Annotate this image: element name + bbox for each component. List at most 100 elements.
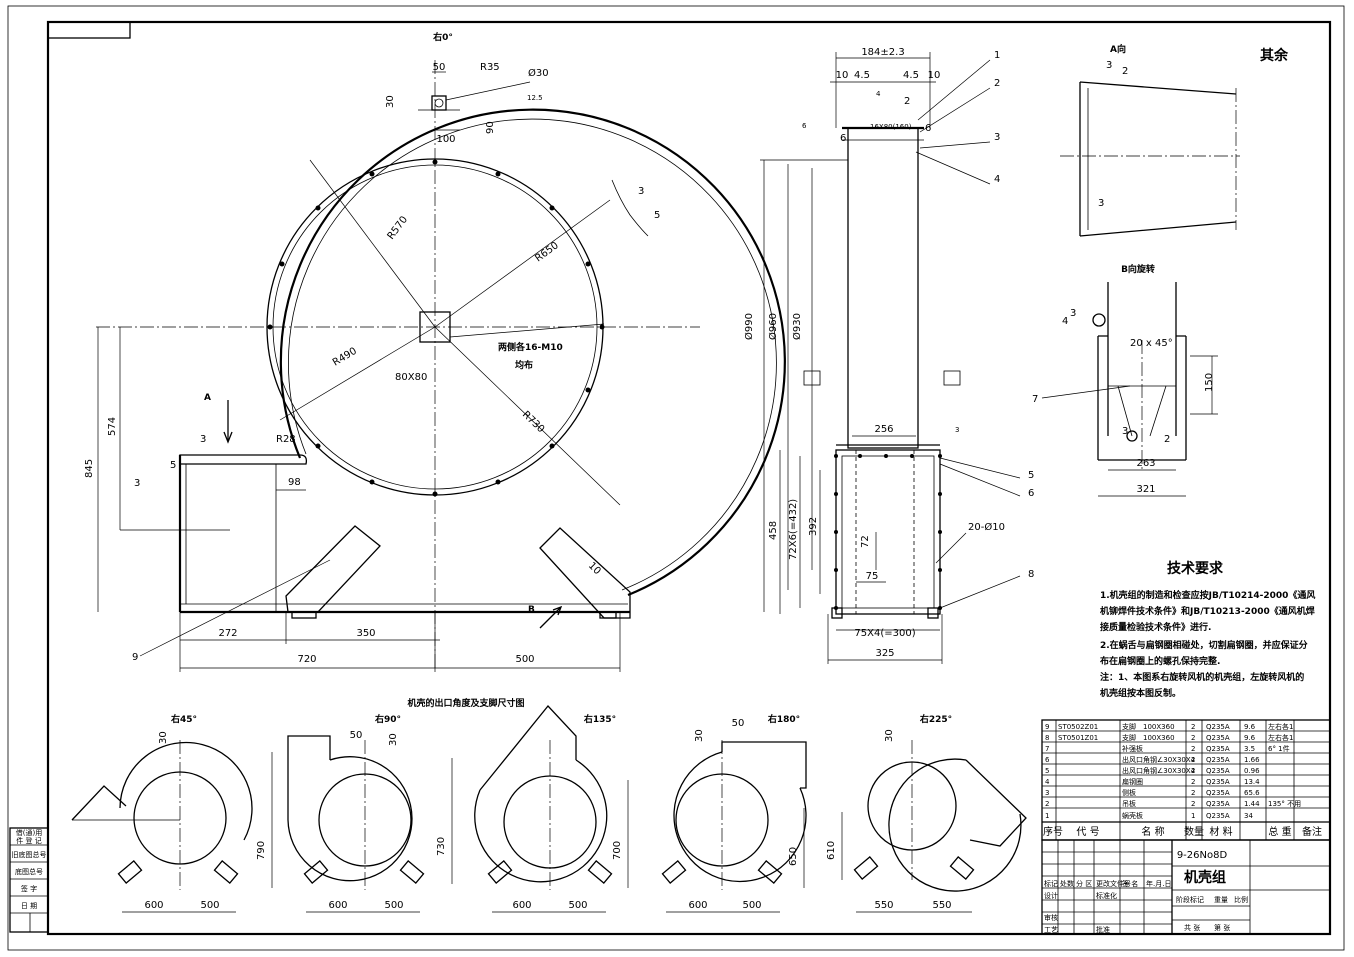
bom-h-qty: 数量 <box>1184 825 1204 838</box>
bom-r7-qty: 2 <box>1191 789 1195 797</box>
outlet-90-w2: 500 <box>384 900 403 911</box>
bom-r7-mat: Q235A <box>1206 789 1230 797</box>
tech-line-5: 布在扁钢圈上的螺孔保持完整. <box>1099 655 1220 667</box>
dim-10b: 10 <box>928 70 941 81</box>
outlet-view-180: 右180° 50 30 650 600 500 <box>661 713 807 913</box>
dim-98: 98 <box>288 477 301 488</box>
other-finish-label: 其余 <box>1260 47 1289 64</box>
dim-r730: R730 <box>520 409 546 435</box>
bom-r9-no: 1 <box>1045 812 1049 820</box>
front-view: 右0° <box>84 31 786 672</box>
bom-r6-mat: Q235A <box>1206 778 1230 786</box>
side-label-5: 签 字 <box>21 884 37 893</box>
callout-5: 5 <box>1028 470 1034 481</box>
callout-2: 2 <box>994 78 1000 89</box>
callout-3: 3 <box>994 132 1000 143</box>
bom-h-name: 名 称 <box>1141 825 1164 838</box>
outlet-title: 机壳的出口角度及支脚尺寸图 <box>407 697 524 709</box>
b-weld-3b: 3 <box>1122 426 1128 437</box>
side-view: 184±2.3 10 4.5 4.5 10 4 2 6 6 6 16X80(16… <box>743 47 1034 664</box>
weld-2-side: 2 <box>904 96 910 107</box>
callout-9: 9 <box>132 652 138 663</box>
flange-note: 16X80(160) <box>870 123 912 131</box>
bom-r8-name: 吊板 <box>1122 799 1136 808</box>
bom-r6-no: 4 <box>1045 778 1050 786</box>
outlet-45-w2: 500 <box>200 900 219 911</box>
bom-r3-qty: 2 <box>1191 745 1195 753</box>
outlet-90-h: 730 <box>436 837 447 856</box>
tb-scale: 比例 <box>1234 895 1248 904</box>
bom-r4-wt: 1.66 <box>1244 756 1260 764</box>
bom-r7-wt: 65.6 <box>1244 789 1260 797</box>
bom-r6-qty: 2 <box>1191 778 1195 786</box>
bom-r8-note: 135° 不用 <box>1268 800 1301 808</box>
outlet-225-w2: 550 <box>932 900 951 911</box>
tb-approve: 批准 <box>1096 925 1110 934</box>
side-register-table: 借(通)用 件 登 记 旧底图总号 底图总号 签 字 日 期 <box>9 827 49 933</box>
bom-r3-mat: Q235A <box>1206 745 1230 753</box>
tech-line-1: 1.机壳组的制造和检查应按JB/T10214-2000《通风 <box>1100 589 1315 601</box>
outlet-90-w1: 600 <box>328 900 347 911</box>
a-view-title: A向 <box>1110 43 1126 55</box>
tech-line-3: 接质量检验技术条件》进行. <box>1100 621 1211 633</box>
bom-r2-qty: 2 <box>1191 734 1195 742</box>
bom-r9-name: 蜗壳板 <box>1122 811 1143 820</box>
outlet-180-w2: 500 <box>742 900 761 911</box>
weld-3-side: 3 <box>955 426 959 434</box>
dim-75: 75 <box>866 571 879 582</box>
dim-184: 184±2.3 <box>861 47 904 58</box>
outlet-90-d50: 50 <box>350 730 363 741</box>
b-dim-150: 150 <box>1204 373 1215 392</box>
outlet-180-d50: 50 <box>732 718 745 729</box>
bom-r3-wt: 3.5 <box>1244 745 1255 753</box>
dim-12-5: 12.5 <box>527 94 543 102</box>
bom-r5-name: 出风口角钢∠30X30X4 <box>1122 766 1196 775</box>
outlet-225-d30: 30 <box>884 729 895 742</box>
bom-r4-mat: Q235A <box>1206 756 1230 764</box>
tb-change-doc: 更改文件号 <box>1096 879 1131 888</box>
dim-845: 845 <box>84 459 95 478</box>
title-block: 标记 处数 分 区 更改文件号 签 名 年.月.日 设计 标准化 审核 工艺 批… <box>1041 839 1331 935</box>
bom-r5-mat: Q235A <box>1206 767 1230 775</box>
foot-right <box>539 527 631 619</box>
tech-line-4: 2.在蜗舌与扁钢圈相碰处，切割扁钢圈，并应保证分 <box>1100 639 1308 651</box>
bom-r9-qty: 1 <box>1191 812 1195 820</box>
tech-line-7: 机壳组按本图反制。 <box>1100 687 1181 699</box>
dim-r35: R35 <box>480 62 500 73</box>
tb-stage: 阶段标记 <box>1176 895 1204 904</box>
volute-outer <box>279 108 786 597</box>
bom-r3-name: 补强板 <box>1122 744 1143 753</box>
dim-72x6: 72X6(=432) <box>788 499 799 560</box>
bom-r6-name: 扁钢圈 <box>1122 777 1143 786</box>
tb-sign: 签 名 <box>1122 879 1138 888</box>
outlet-view-135: 右135° 700 600 500 <box>474 705 629 913</box>
b-dim-263: 263 <box>1136 458 1155 469</box>
bom-r3-no: 7 <box>1045 745 1049 753</box>
tb-process: 工艺 <box>1044 926 1058 934</box>
a-view: A向 3 2 3 其余 <box>1060 43 1289 237</box>
dim-574: 574 <box>107 417 118 436</box>
outlet-180-angle: 右180° <box>767 713 800 725</box>
outlet-view-225: 右225° 30 610 550 550 <box>826 713 1027 913</box>
outlet-225-angle: 右225° <box>919 713 952 725</box>
bom-r9-wt: 34 <box>1244 812 1253 820</box>
tech-line-2: 机铆焊件技术条件》和JB/T10213-2000《通风机焊 <box>1100 605 1315 617</box>
dim-350: 350 <box>356 628 375 639</box>
tb-review: 审核 <box>1044 913 1058 922</box>
bom-h-note: 备注 <box>1302 825 1322 838</box>
tech-requirements: 技术要求 1.机壳组的制造和检查应按JB/T10214-2000《通风 机铆焊件… <box>1099 560 1315 699</box>
weld-5-left: 5 <box>170 460 176 471</box>
outlet-90-angle: 右90° <box>374 713 401 725</box>
a-weld-2: 2 <box>1122 66 1128 77</box>
bom-r4-qty: 2 <box>1191 756 1195 764</box>
b-weld-3a: 3 <box>1070 308 1076 319</box>
dim-30: 30 <box>385 95 396 108</box>
b-callout-4: 4 <box>1062 316 1068 327</box>
weld-6-right: 6 <box>925 123 931 134</box>
bom-r4-no: 6 <box>1045 756 1050 764</box>
dim-458: 458 <box>768 521 779 540</box>
bolt-holes <box>267 159 605 497</box>
inner-frame <box>46 20 1332 936</box>
bom-r5-wt: 0.96 <box>1244 767 1260 775</box>
